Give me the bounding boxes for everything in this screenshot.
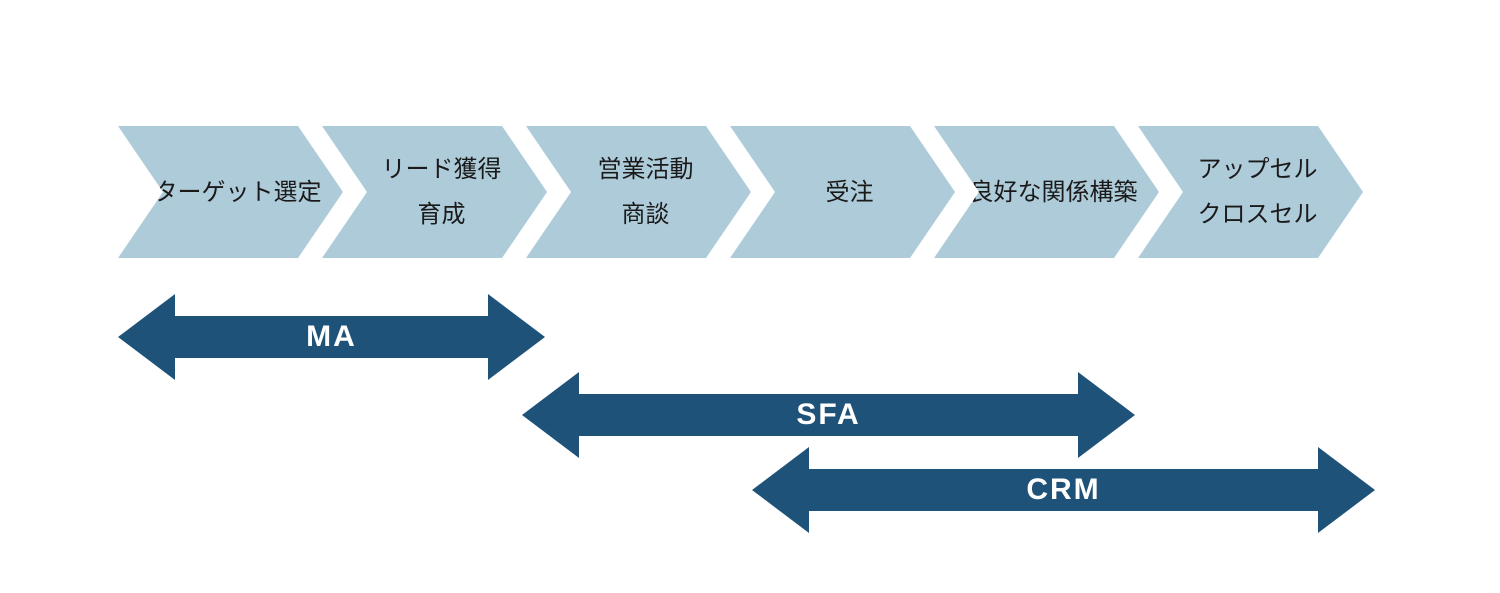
stage-label: アップセル クロスセル: [1184, 147, 1318, 237]
stage-label: 受注: [812, 170, 874, 215]
stage-chevron-upsell-crosssell: アップセル クロスセル: [1138, 126, 1363, 258]
stage-label: 良好な関係構築: [956, 170, 1138, 215]
crm-label: CRM: [1026, 473, 1101, 506]
stage-label: 営業活動 商談: [584, 147, 694, 237]
stage-label: リード獲得 育成: [368, 147, 502, 237]
stage-label-line: 育成: [417, 201, 466, 228]
ma-coverage-arrow: MA: [118, 294, 545, 380]
stage-label-line: クロスセル: [1197, 201, 1318, 228]
stage-label: ターゲット選定: [140, 170, 322, 215]
stage-label-line: 営業活動: [597, 156, 694, 183]
stage-chevron-target-selection: ターゲット選定: [118, 126, 343, 258]
stage-label-line: アップセル: [1197, 156, 1318, 183]
sfa-label: SFA: [796, 398, 861, 431]
stage-label-line: 商談: [621, 201, 670, 228]
stage-label-line: リード獲得: [381, 156, 502, 183]
stage-chevron-sales-activity: 営業活動 商談: [526, 126, 751, 258]
stage-label-line: 良好な関係構築: [969, 178, 1138, 206]
stage-label-line: 受注: [825, 178, 874, 206]
stage-chevron-relationship-building: 良好な関係構築: [934, 126, 1159, 258]
stage-chevron-order: 受注: [730, 126, 955, 258]
sfa-coverage-arrow: SFA: [522, 372, 1135, 458]
stage-label-line: ターゲット選定: [153, 178, 322, 206]
stage-chevron-lead-acquisition: リード獲得 育成: [322, 126, 547, 258]
crm-coverage-arrow: CRM: [752, 447, 1375, 533]
ma-label: MA: [306, 320, 357, 353]
